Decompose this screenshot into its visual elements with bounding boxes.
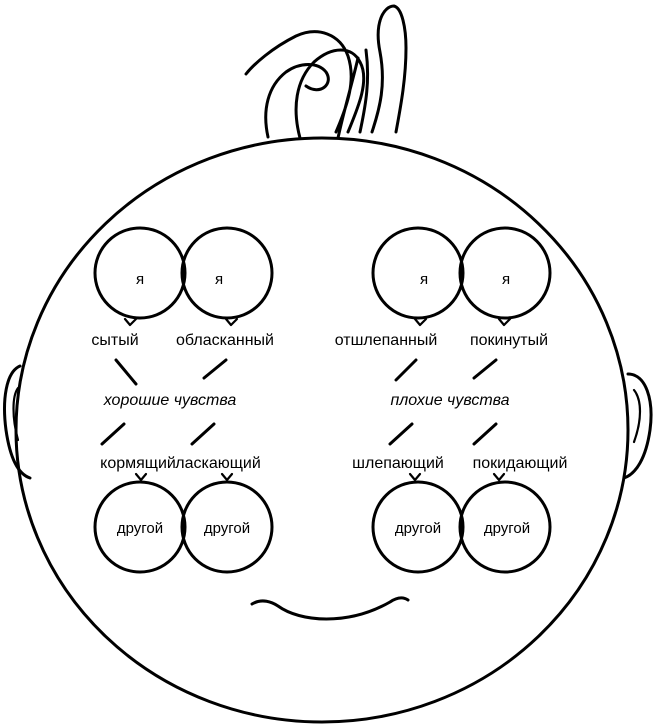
self-label: я xyxy=(502,271,510,288)
self-label: я xyxy=(420,271,428,288)
connector xyxy=(472,358,498,380)
other-circle-right xyxy=(180,480,274,574)
smile xyxy=(250,596,410,621)
state-label-spanked: отшлепанный xyxy=(335,332,438,349)
left-group: я я сытый обласканный хорошие чувства ко… xyxy=(91,226,274,574)
self-circle-right xyxy=(180,226,274,320)
feelings-label-good: хорошие чувства xyxy=(103,392,237,409)
connector xyxy=(472,422,498,446)
arrow-head xyxy=(134,472,148,482)
connector xyxy=(202,358,228,380)
head-outline xyxy=(14,136,630,724)
self-label: я xyxy=(136,271,144,288)
other-label: другой xyxy=(117,520,163,537)
arrow-head xyxy=(123,317,138,327)
self-circle-left xyxy=(371,226,465,320)
connector xyxy=(190,422,216,446)
state-label-abandoned: покинутый xyxy=(470,332,548,349)
state-label-fed: сытый xyxy=(91,332,138,349)
other-circle-left xyxy=(93,480,187,574)
connector xyxy=(394,358,418,382)
right-ear-inner xyxy=(632,388,642,444)
action-label-spanking: шлепающий xyxy=(352,455,444,472)
other-label: другой xyxy=(204,520,250,537)
other-circle-left xyxy=(371,480,465,574)
arrow-head xyxy=(224,317,239,327)
arrow-head xyxy=(413,317,428,327)
right-group: я я отшлепанный покинутый плохие чувства… xyxy=(335,226,568,574)
other-label: другой xyxy=(395,520,441,537)
self-circle-left xyxy=(93,226,187,320)
arrow-head xyxy=(492,472,506,482)
right-ear xyxy=(622,372,653,480)
action-label-caressing: ласкающий xyxy=(175,455,261,472)
hair-curls xyxy=(244,4,408,140)
self-circle-right xyxy=(458,226,552,320)
state-label-caressed: обласканный xyxy=(176,332,274,349)
action-label-abandoning: покидающий xyxy=(473,455,568,472)
connector xyxy=(114,358,138,386)
arrow-head xyxy=(497,317,512,327)
connector xyxy=(100,422,126,446)
action-label-feeding: кормящий xyxy=(100,455,176,472)
other-circle-right xyxy=(458,480,552,574)
other-label: другой xyxy=(484,520,530,537)
arrow-head xyxy=(408,472,422,482)
arrow-head xyxy=(220,472,234,482)
feelings-label-bad: плохие чувства xyxy=(390,392,509,409)
self-label: я xyxy=(215,271,223,288)
connector xyxy=(388,422,414,446)
